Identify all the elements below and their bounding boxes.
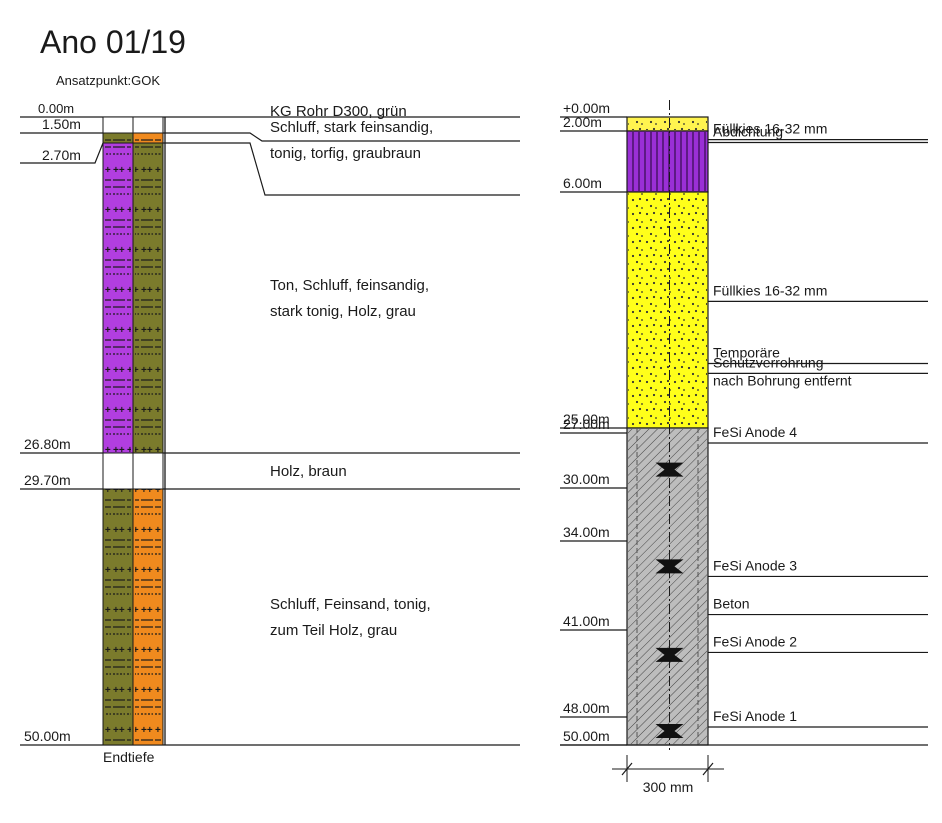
- annotation-0-text: Füllkies 16-32 mm: [713, 121, 827, 137]
- dimension-slash-left: [621, 762, 633, 776]
- anode-markers: [655, 462, 684, 738]
- layer-0-description: KG Rohr D300, grün: [270, 103, 407, 120]
- left-depth-label-0: 1.50m: [42, 116, 81, 132]
- annotation-3-text: Temporäre: [713, 344, 780, 360]
- dimension-label: 300 mm: [643, 779, 694, 795]
- layer-1-col-a-pattern: [105, 133, 131, 143]
- right-well-column: [626, 100, 709, 750]
- layer-1-col-b-pattern: [135, 133, 161, 143]
- right-depth-label-9: 50.00m: [563, 728, 610, 744]
- right-depth-lines: [560, 116, 928, 746]
- well-segment-3-pattern: [628, 429, 707, 744]
- layer-1-description: tonig, torfig, graubraun: [270, 145, 421, 162]
- annotation-9-text: FeSi Anode 1: [713, 708, 797, 724]
- layer-4-col-b-pattern: [135, 489, 161, 745]
- layer-0-col-b: [132, 116, 164, 134]
- anode-marker-1: [655, 559, 684, 574]
- right-depth-label-6: 34.00m: [563, 524, 610, 540]
- layer-3-col-a: [102, 452, 134, 490]
- well-segment-0-pattern: [628, 118, 707, 130]
- right-depth-label-8: 48.00m: [563, 700, 610, 716]
- annotation-2-text: Füllkies 16-32 mm: [713, 282, 827, 298]
- annotation-7-text: Beton: [713, 596, 750, 612]
- well-segment-1-pattern: [628, 132, 707, 191]
- layer-4-description: zum Teil Holz, grau: [270, 622, 397, 639]
- annotation-1-text: Abdichtung: [713, 124, 783, 140]
- layer-4-col-a-pattern: [105, 489, 131, 745]
- right-depth-label-4: 27.00m: [563, 416, 610, 432]
- layer-2-col-b-pattern: [135, 143, 161, 453]
- left-depth-label-2: 26.80m: [24, 436, 71, 452]
- well-segment-2-pattern: [628, 193, 707, 427]
- page-title: Ano 01/19: [40, 24, 186, 60]
- left-depth-connector-1: [163, 142, 520, 196]
- annotation-8-text: FeSi Anode 2: [713, 633, 797, 649]
- annotation-4-text: Schutzverrohrung: [713, 354, 824, 370]
- annotation-5-text: FeSi Anode 4: [713, 424, 797, 440]
- layer-4-description: Schluff, Feinsand, tonig,: [270, 596, 431, 613]
- dimension-slash-right: [702, 762, 714, 776]
- right-depth-label-5: 30.00m: [563, 471, 610, 487]
- anode-marker-0: [655, 462, 684, 477]
- layer-2-description: Ton, Schluff, feinsandig,: [270, 277, 429, 294]
- left-depth-line-1: [20, 142, 104, 164]
- layer-3-col-b: [132, 452, 164, 490]
- subtitle: Ansatzpunkt:GOK: [56, 73, 161, 88]
- width-dimension: 300 mm: [612, 755, 724, 795]
- right-depth-label-3: 25.00m: [563, 411, 610, 427]
- left-depth-label-4: 50.00m: [24, 728, 71, 744]
- anode-marker-2: [655, 647, 684, 662]
- right-depth-label-7: 41.00m: [563, 613, 610, 629]
- layer-3-description: Holz, braun: [270, 463, 347, 480]
- right-depth-label-0: +0.00m: [563, 100, 610, 116]
- left-profile-columns: [102, 116, 166, 746]
- layer-2-col-a-pattern: [105, 143, 131, 453]
- end-depth-label: Endtiefe: [103, 749, 155, 765]
- left-depth-connector-0: [163, 132, 520, 142]
- right-depth-label-1: 2.00m: [563, 114, 602, 130]
- annotation-6-text: FeSi Anode 3: [713, 557, 797, 573]
- left-depth-label-1: 2.70m: [42, 147, 81, 163]
- anode-marker-3: [655, 724, 684, 738]
- layer-0-col-a: [102, 116, 134, 134]
- layer-2-description: stark tonig, Holz, grau: [270, 303, 416, 320]
- layer-1-description: Schluff, stark feinsandig,: [270, 119, 433, 136]
- left-depth-lines: [20, 116, 520, 746]
- left-depth-label-top: 0.00m: [38, 101, 74, 116]
- right-depth-label-2: 6.00m: [563, 175, 602, 191]
- annotation-4-text: nach Bohrung entfernt: [713, 372, 852, 388]
- left-depth-label-3: 29.70m: [24, 472, 71, 488]
